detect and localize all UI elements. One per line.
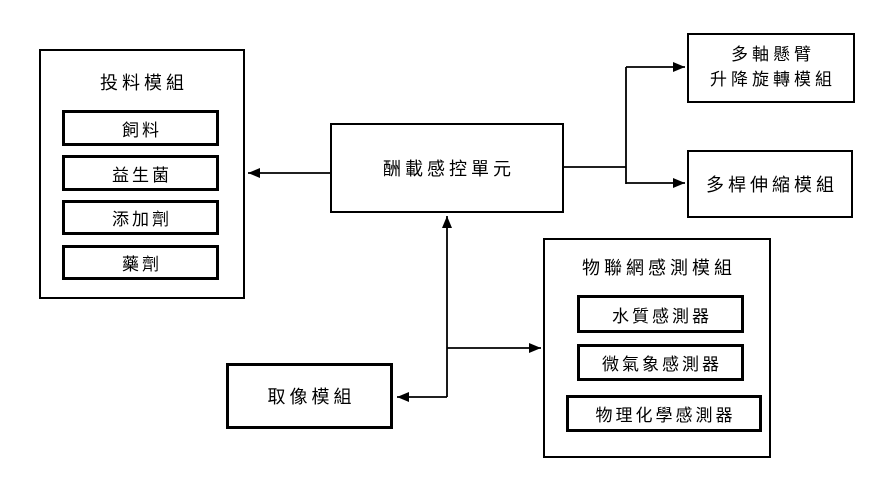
payload-control-box: 酬載感控單元: [330, 123, 564, 213]
additives-box: 添加劑: [62, 200, 219, 235]
micro-weather-sensor-label: 微氣象感測器: [602, 355, 722, 374]
imaging-module-box: 取像模組: [226, 363, 393, 429]
payload-control-label: 酬載感控單元: [383, 159, 515, 179]
iot-module-title: 物聯網感測模組: [582, 258, 736, 278]
physicochemical-sensor-box: 物理化學感測器: [566, 395, 762, 432]
multi-axis-arm-line2: 升降旋轉模組: [710, 70, 836, 89]
multi-axis-arm-line1: 多軸懸臂: [731, 45, 815, 65]
medication-label: 藥劑: [122, 255, 162, 274]
probiotics-box: 益生菌: [62, 155, 219, 191]
physicochemical-sensor-label: 物理化學感測器: [595, 406, 736, 425]
feed-box: 飼料: [62, 110, 219, 146]
medication-box: 藥劑: [62, 245, 219, 280]
multi-rod-label: 多桿伸縮模組: [706, 175, 838, 195]
probiotics-label: 益生菌: [112, 165, 172, 185]
feeding-module-title: 投料模組: [100, 73, 188, 93]
iot-module-box: 物聯網感測模組 水質感測器 微氣象感測器 物理化學感測器: [543, 238, 771, 458]
feed-label: 飼料: [122, 120, 162, 140]
feeding-module-box: 投料模組 飼料 益生菌 添加劑 藥劑: [39, 49, 245, 299]
multi-rod-box: 多桿伸縮模組: [687, 150, 853, 218]
conn-control-right-trunk: [562, 67, 627, 184]
multi-axis-arm-box: 多軸懸臂 升降旋轉模組: [687, 33, 855, 103]
water-quality-sensor-label: 水質感測器: [612, 306, 712, 326]
water-quality-sensor-box: 水質感測器: [577, 295, 744, 333]
imaging-module-label: 取像模組: [267, 387, 356, 407]
additives-label: 添加劑: [112, 210, 172, 229]
micro-weather-sensor-box: 微氣象感測器: [577, 344, 744, 381]
